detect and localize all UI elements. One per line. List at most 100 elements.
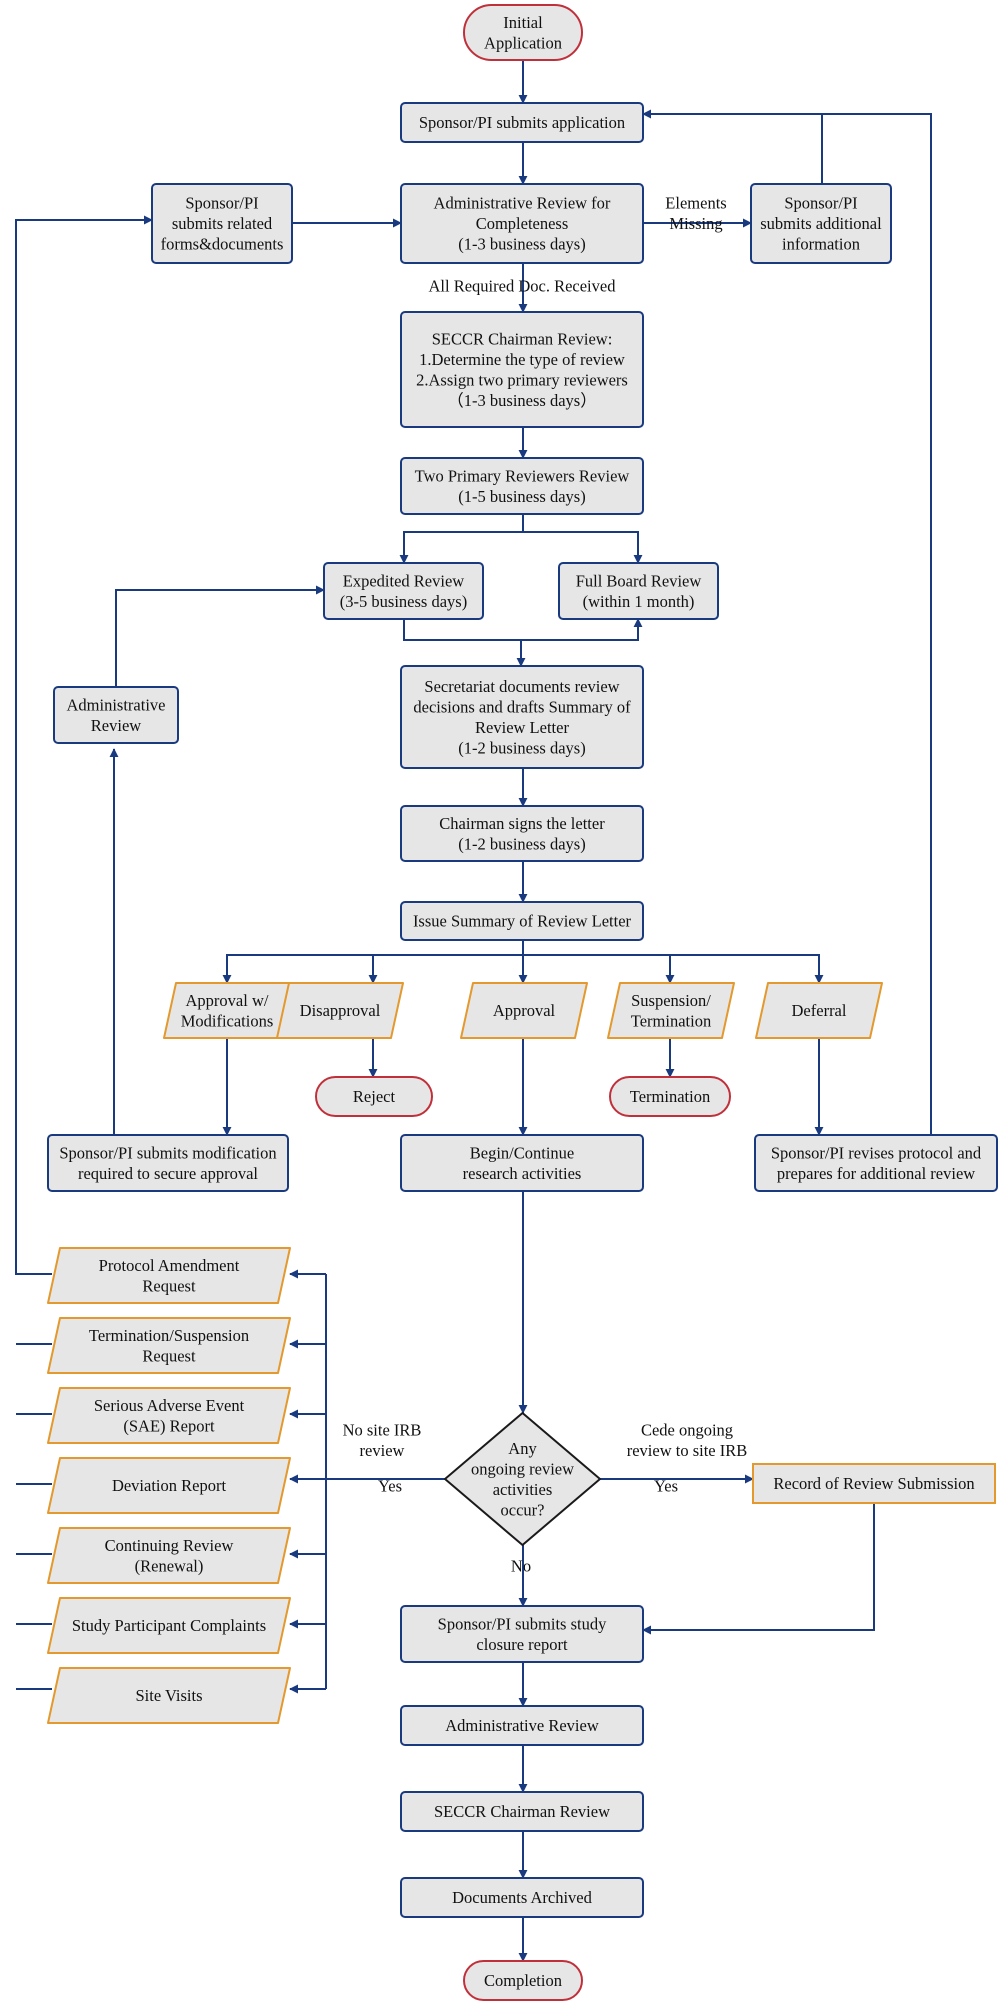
connector-18: [523, 954, 824, 984]
ongoing-review-decision-text-line-4: occur?: [501, 1500, 545, 1519]
documents-archived-text-line-1: Documents Archived: [452, 1888, 593, 1907]
final-admin-review-box: [400, 1705, 644, 1746]
issue-summary-node: Issue Summary of Review Letter: [400, 901, 644, 941]
no-down-text-line-1: No: [511, 1557, 531, 1576]
full-board-review-node: Full Board Review (within 1 month): [558, 562, 719, 620]
chairman-signs-text-line-2: (1-2 business days): [458, 834, 585, 853]
final-chairman-review-text-line-1: SECCR Chairman Review: [434, 1802, 610, 1821]
connector-5: [642, 109, 823, 184]
begin-continue-research-text-line-1: Begin/Continue: [470, 1143, 575, 1162]
revise-protocol-node: Sponsor/PI revises protocol andprepares …: [754, 1134, 998, 1192]
chairman-review-text-line-3: 2.Assign two primary reviewers: [416, 370, 628, 389]
participant-complaints-node: Study Participant Complaints: [47, 1597, 291, 1654]
sae-report-text-line-2: (SAE) Report: [123, 1416, 215, 1435]
connector-9: [523, 531, 643, 564]
deferral-parallelogram: [755, 982, 883, 1039]
administrative-review-loop-text-line-1: Administrative: [67, 695, 166, 714]
full-board-review-text-line-1: Full Board Review: [576, 571, 702, 590]
submit-related-forms-text-line-1: Sponsor/PI: [185, 194, 258, 213]
admin-review-completeness-text-line-1: Administrative Review for: [434, 194, 611, 213]
submit-application-node: Sponsor/PI submits application: [400, 102, 644, 143]
connector-16: [368, 954, 523, 984]
all-docs-received-text-line-1: All Required Doc. Received: [429, 277, 617, 296]
elements-missing-text-line-1: Elements: [665, 193, 726, 212]
connector-25: [115, 585, 325, 687]
submit-modification-text-line-2: required to secure approval: [78, 1164, 258, 1183]
revise-protocol-text-line-2: prepares for additional review: [777, 1164, 975, 1183]
approval-with-modifications-node: Approval w/Modifications: [163, 982, 291, 1039]
disapproval-parallelogram: [276, 982, 404, 1039]
protocol-amendment-text-line-1: Protocol Amendment: [99, 1256, 240, 1275]
connector-15: [222, 954, 523, 984]
closure-report-text-line-2: closure report: [476, 1635, 568, 1654]
initial-application-text-line-2: Application: [484, 33, 562, 52]
admin-review-completeness-text-line-3: (1-3 business days): [458, 235, 585, 254]
submit-application-box: [400, 102, 644, 143]
connector-17: [523, 954, 675, 984]
expedited-review-text-line-1: Expedited Review: [343, 571, 465, 590]
submit-additional-info-text-line-3: information: [782, 235, 860, 254]
secretariat-documents-text-line-2: decisions and drafts Summary of: [413, 697, 631, 716]
begin-continue-research-text-line-2: research activities: [463, 1164, 582, 1183]
termination-terminal-shape: [609, 1076, 731, 1117]
connector-44: [642, 1503, 875, 1635]
termination-suspension-request-parallelogram: [47, 1317, 291, 1374]
protocol-amendment-parallelogram: [47, 1247, 291, 1304]
completion-terminal-shape: [463, 1960, 583, 2001]
two-reviewers-text-line-2: (1-5 business days): [458, 487, 585, 506]
admin-review-completeness-box: [400, 183, 644, 264]
disapproval-node: Disapproval: [276, 982, 404, 1039]
submit-additional-info-box: [750, 183, 892, 264]
ongoing-review-decision-text-line-1: Any: [508, 1439, 537, 1458]
submit-related-forms-text-line-2: submits related: [172, 214, 273, 233]
chairman-signs-box: [400, 805, 644, 862]
documents-archived-box: [400, 1877, 644, 1918]
initial-application-text-line-1: Initial: [503, 13, 543, 32]
closure-report-box: [400, 1605, 644, 1663]
completion-node: Completion: [463, 1960, 583, 2001]
begin-continue-research-box: [400, 1134, 644, 1192]
chairman-review-text-line-1: SECCR Chairman Review:: [432, 329, 613, 348]
termination-node: Termination: [609, 1076, 731, 1117]
submit-modification-box: [47, 1134, 289, 1192]
completion-text-line-1: Completion: [484, 1971, 562, 1990]
secretariat-documents-box: [400, 665, 644, 769]
full-board-review-text-line-2: (within 1 month): [583, 592, 695, 611]
final-chairman-review-node: SECCR Chairman Review: [400, 1791, 644, 1832]
final-admin-review-text-line-1: Administrative Review: [445, 1716, 599, 1735]
yes-left-text-line-1: Yes: [378, 1477, 402, 1496]
chairman-review-box: [400, 311, 644, 428]
two-reviewers-node: Two Primary Reviewers Review(1-5 busines…: [400, 457, 644, 515]
approval-node: Approval: [460, 982, 588, 1039]
submit-related-forms-box: [151, 183, 293, 264]
submit-application-text-line-1: Sponsor/PI submits application: [419, 113, 625, 132]
connector-36: [15, 215, 153, 1275]
submit-related-forms-text-line-3: forms&documents: [161, 235, 284, 254]
issue-summary-text-line-1: Issue Summary of Review Letter: [413, 912, 632, 931]
ongoing-review-decision-text-line-2: ongoing review: [471, 1459, 574, 1478]
record-of-review-submission-node: Record of Review Submission: [752, 1463, 996, 1504]
all-docs-received-label: All Required Doc. Received: [429, 277, 617, 296]
no-down-label: No: [511, 1557, 531, 1576]
initial-application-terminal-shape: [463, 4, 583, 61]
approval-with-modifications-text-line-1: Approval w/: [186, 991, 269, 1010]
revise-protocol-box: [754, 1134, 998, 1192]
termination-suspension-request-text-line-1: Termination/Suspension: [89, 1326, 249, 1345]
two-reviewers-box: [400, 457, 644, 515]
cede-to-site-irb-text-line-1: Cede ongoing: [641, 1420, 733, 1439]
connector-8: [399, 514, 524, 564]
expedited-review-box: [323, 562, 484, 620]
suspension-termination-node: Suspension/Termination: [607, 982, 735, 1039]
sae-report-node: Serious Adverse Event(SAE) Report: [47, 1387, 291, 1444]
site-visits-node: Site Visits: [47, 1667, 291, 1724]
closure-report-text-line-1: Sponsor/PI submits study: [438, 1614, 607, 1633]
documents-archived-node: Documents Archived: [400, 1877, 644, 1918]
protocol-amendment-text-line-2: Request: [142, 1276, 196, 1295]
connectors: [15, 60, 932, 1962]
approval-with-modifications-text-line-2: Modifications: [181, 1011, 274, 1030]
administrative-review-loop-box: [53, 686, 179, 744]
